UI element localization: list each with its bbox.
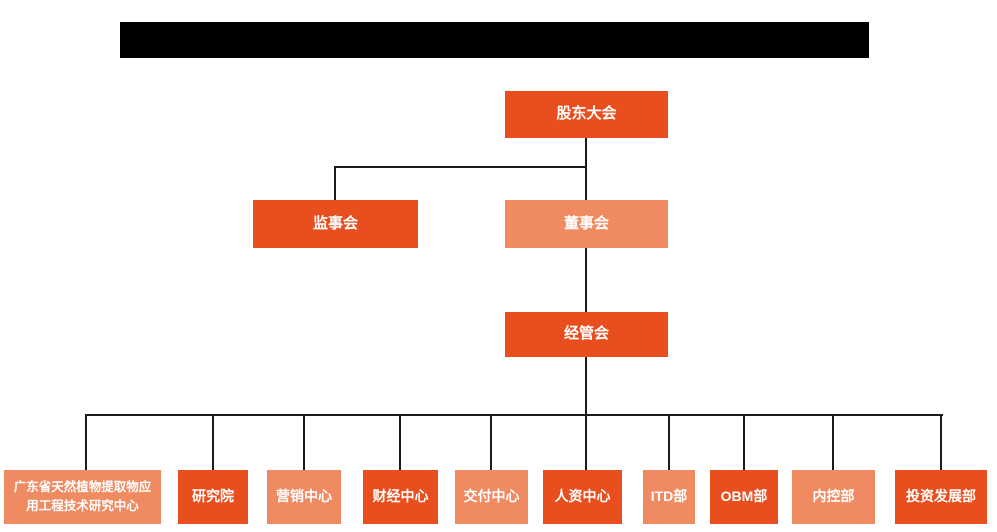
node-dept-investment-development: 投资发展部 bbox=[895, 470, 987, 524]
connector-central-vertical bbox=[585, 138, 587, 470]
node-dept-hr-center: 人资中心 bbox=[543, 470, 622, 524]
connector-dept-drop-5 bbox=[490, 414, 492, 470]
connector-dept-drop-4 bbox=[399, 414, 401, 470]
node-shareholders-meeting: 股东大会 bbox=[505, 91, 668, 138]
node-supervisory-board: 监事会 bbox=[253, 200, 418, 248]
node-dept-itd: ITD部 bbox=[643, 470, 695, 524]
connector-dept-drop-9 bbox=[832, 414, 834, 470]
node-dept-obm: OBM部 bbox=[710, 470, 778, 524]
node-board-of-directors: 董事会 bbox=[505, 200, 668, 248]
node-dept-research-institute: 研究院 bbox=[178, 470, 248, 524]
connector-bottom-horizontal bbox=[85, 414, 943, 416]
node-dept-finance-center: 财经中心 bbox=[363, 470, 438, 524]
connector-dept-drop-2 bbox=[212, 414, 214, 470]
connector-supervisory-drop bbox=[334, 166, 336, 200]
connector-dept-drop-1 bbox=[85, 414, 87, 470]
connector-dept-drop-7 bbox=[668, 414, 670, 470]
node-dept-marketing-center: 营销中心 bbox=[267, 470, 341, 524]
node-dept-delivery-center: 交付中心 bbox=[455, 470, 528, 524]
node-dept-internal-control: 内控部 bbox=[792, 470, 875, 524]
redacted-title-bar bbox=[120, 22, 869, 58]
node-management-committee: 经管会 bbox=[505, 312, 668, 357]
connector-top-horizontal bbox=[334, 166, 587, 168]
connector-dept-drop-3 bbox=[303, 414, 305, 470]
connector-dept-drop-10 bbox=[940, 414, 942, 470]
node-dept-gd-plant-extract-research-center: 广东省天然植物提取物应用工程技术研究中心 bbox=[4, 470, 161, 524]
connector-dept-drop-8 bbox=[743, 414, 745, 470]
